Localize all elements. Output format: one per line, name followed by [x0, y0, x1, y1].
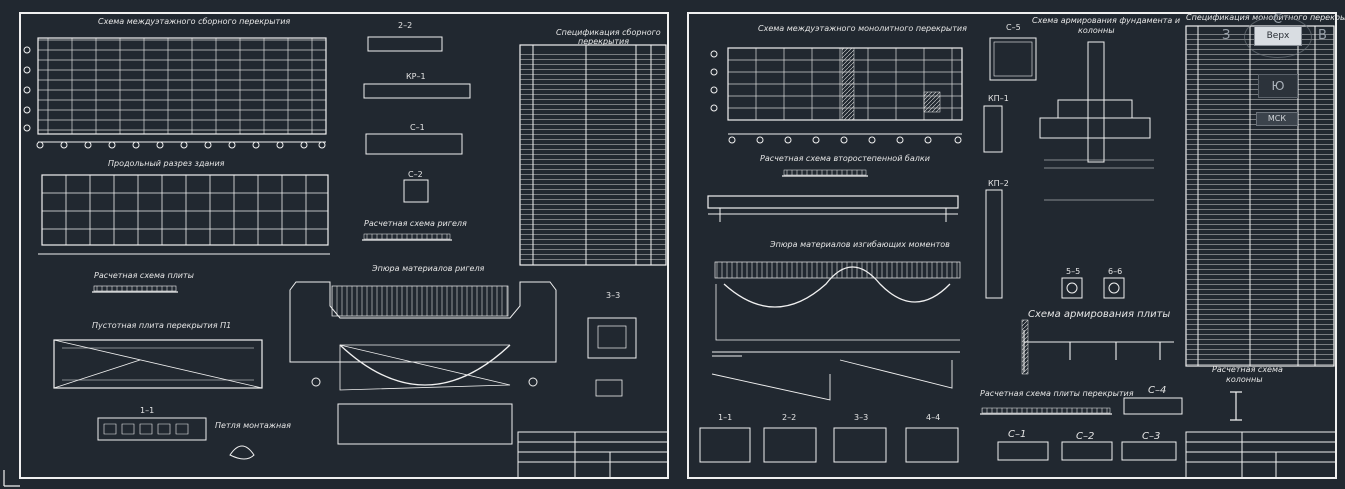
- compass-north[interactable]: С: [1273, 12, 1283, 27]
- sheet1-section-3-3: 3–3: [606, 291, 621, 300]
- compass-south-button[interactable]: Ю: [1258, 74, 1298, 98]
- sheet1-longitudinal-section: Продольный разрез здания: [108, 159, 225, 168]
- sheet1-plan-title: Схема междуэтажного сборного перекрытия: [98, 17, 291, 26]
- sheet2-kp2: КП–2: [988, 179, 1009, 188]
- sheet2-moments: Эпюра материалов изгибающих моментов: [770, 240, 950, 249]
- ucs-icon: [3, 470, 20, 487]
- compass-ring[interactable]: [1244, 16, 1312, 58]
- sheet2-foundation-title-2: колонны: [1078, 26, 1115, 35]
- sheet2-secondary-beam: Расчетная схема второстепенной балки: [760, 154, 930, 163]
- sheet2-section-d: 4–4: [926, 413, 941, 422]
- compass-east[interactable]: В: [1318, 28, 1327, 43]
- viewcube-top-face[interactable]: Верх: [1254, 26, 1302, 46]
- sheet2-foundation-title-1: Схема армирования фундамента и: [1032, 16, 1181, 25]
- sheet1-girder-calc: Расчетная схема ригеля: [364, 219, 467, 228]
- sheet2-slab-reinf: Схема армирования плиты: [1028, 309, 1171, 320]
- compass-west[interactable]: З: [1222, 28, 1231, 43]
- wcs-menu-button[interactable]: МСК: [1256, 112, 1298, 126]
- sheet2-section-5-5: 5–5: [1066, 267, 1081, 276]
- sheet1-section-1-1: 1–1: [140, 406, 155, 415]
- sheet-1: [19, 12, 669, 479]
- sheet2-c1: С–1: [1008, 429, 1027, 440]
- sheet1-spec-title-2: перекрытия: [578, 37, 630, 46]
- sheet2-c4: С–4: [1148, 385, 1167, 396]
- sheet1-hollow-slab: Пустотная плита перекрытия П1: [92, 321, 232, 330]
- sheet1-moment-diagram: Эпюра материалов ригеля: [372, 264, 485, 273]
- sheet1-section-2-2: 2–2: [398, 21, 413, 30]
- sheet2-section-6-6: 6–6: [1108, 267, 1123, 276]
- sheet1-mounting-loop: Петля монтажная: [215, 421, 291, 430]
- sheet2-c2: С–2: [1076, 431, 1095, 442]
- sheet2-plan-title: Схема междуэтажного монолитного перекрыт…: [758, 24, 967, 33]
- sheet1-c2: С–2: [408, 170, 423, 179]
- sheet2-section-b: 2–2: [782, 413, 797, 422]
- sheet2-section-a: 1–1: [718, 413, 733, 422]
- sheet2-column-calc-2: колонны: [1226, 375, 1263, 384]
- sheet2-kp1: КП–1: [988, 94, 1009, 103]
- sheet2-c5: С–5: [1006, 23, 1021, 32]
- sheet2-c3: С–3: [1142, 431, 1161, 442]
- sheet1-slab-calc: Расчетная схема плиты: [94, 271, 194, 280]
- sheet1-spec-title-1: Спецификация сборного: [556, 28, 661, 37]
- sheet2-column-calc-1: Расчетная схема: [1212, 365, 1283, 374]
- sheet1-kr1: КР–1: [406, 72, 426, 81]
- sheet2-slab-calc: Расчетная схема плиты перекрытия: [980, 389, 1134, 398]
- viewcube[interactable]: С З В Верх Ю МСК: [1222, 12, 1327, 126]
- sheet2-section-c: 3–3: [854, 413, 869, 422]
- sheet1-c1: С–1: [410, 123, 425, 132]
